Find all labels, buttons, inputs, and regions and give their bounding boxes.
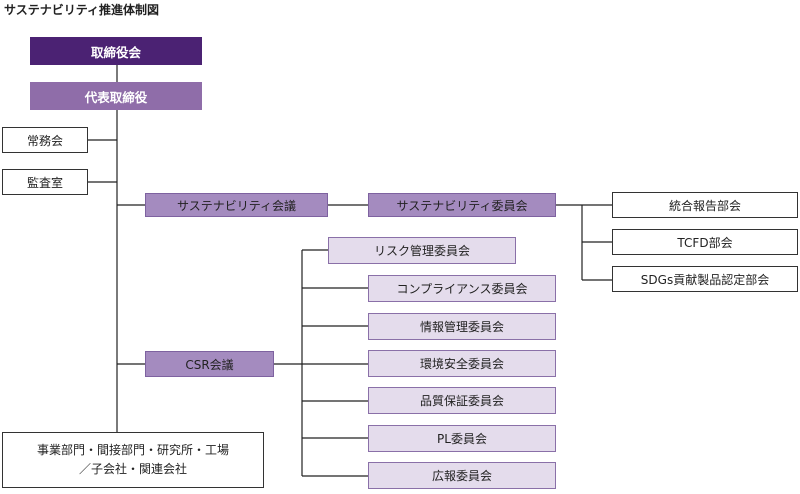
node-compliance-committee: コンプライアンス委員会: [368, 275, 556, 302]
node-divisions: 事業部門・間接部門・研究所・工場 ／子会社・関連会社: [2, 432, 264, 488]
node-pl-committee: PL委員会: [368, 425, 556, 452]
node-risk-committee: リスク管理委員会: [328, 237, 516, 264]
node-executive-committee: 常務会: [2, 127, 88, 153]
divisions-line-1: 事業部門・間接部門・研究所・工場: [36, 443, 229, 457]
node-public-relations-committee: 広報委員会: [368, 462, 556, 489]
node-audit-office: 監査室: [2, 169, 88, 195]
divisions-line-2: ／子会社・関連会社: [78, 462, 187, 476]
node-csr-council: CSR会議: [145, 351, 274, 377]
node-environment-safety-committee: 環境安全委員会: [368, 350, 556, 377]
node-quality-assurance-committee: 品質保証委員会: [368, 387, 556, 414]
diagram-title: サステナビリティ推進体制図: [4, 3, 160, 17]
node-sustainability-committee: サステナビリティ委員会: [368, 193, 556, 217]
node-tcfd: TCFD部会: [612, 229, 798, 255]
node-info-management-committee: 情報管理委員会: [368, 313, 556, 340]
node-sdgs: SDGs貢献製品認定部会: [612, 266, 798, 292]
node-board: 取締役会: [30, 37, 202, 65]
node-integrated-report: 統合報告部会: [612, 192, 798, 218]
node-ceo: 代表取締役: [30, 82, 202, 110]
node-sustainability-council: サステナビリティ会議: [145, 193, 328, 217]
